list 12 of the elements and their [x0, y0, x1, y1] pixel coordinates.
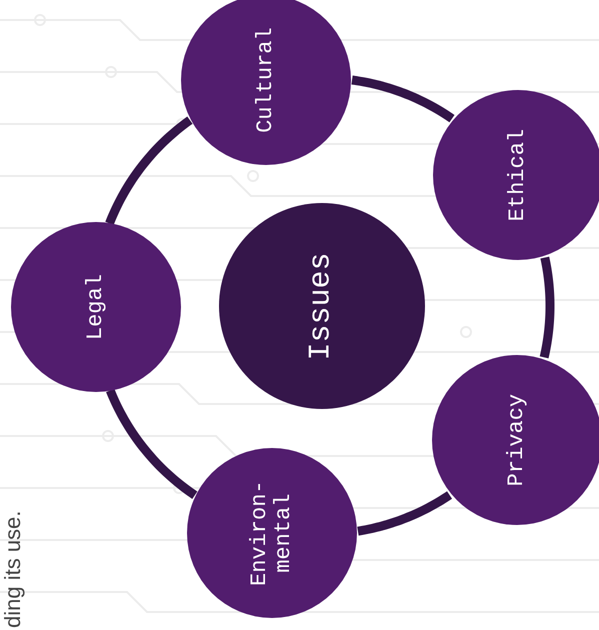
- circle-label: Issues: [306, 250, 338, 362]
- ring-connector: [105, 116, 193, 226]
- ring-connector: [106, 388, 198, 499]
- circle-label: Cultural: [254, 26, 278, 135]
- circle-label: Ethical: [506, 128, 530, 224]
- ring-connector: [357, 491, 452, 536]
- circle-label: Environ- mental: [248, 479, 296, 588]
- circle-label: Legal: [84, 273, 108, 342]
- ring-connector: [351, 76, 455, 122]
- ring-connector: [540, 256, 554, 358]
- note-text: ding its use.: [0, 510, 26, 628]
- circle-label: Privacy: [504, 392, 530, 488]
